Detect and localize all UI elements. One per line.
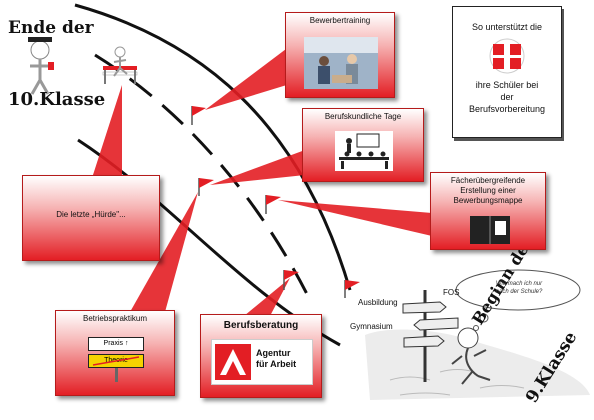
signpost-fos: FOS xyxy=(443,288,460,297)
box-bewerbertraining-title: Bewerbertraining xyxy=(309,16,371,25)
start-label: Ende der 10.Klasse xyxy=(8,18,105,110)
thought-line1: Wie mach ich nur xyxy=(495,281,543,287)
signpost-ausbildung: Ausbildung xyxy=(358,298,398,307)
flag-icon xyxy=(283,270,299,290)
box-berufskundliche-title: Berufskundliche Tage xyxy=(324,112,402,121)
agentur-line2: für Arbeit xyxy=(256,359,297,369)
box-bewerbungsmappe: Fächerübergreifende Erstellung einer Bew… xyxy=(430,172,546,250)
praxis-sign-top: Praxis ↑ xyxy=(88,337,144,351)
box-letzte-huerde-title: Die letzte „Hürde"... xyxy=(56,210,126,219)
signpost-illustration xyxy=(365,269,590,400)
praxis-sign-bottom: Theorie xyxy=(88,354,144,368)
folder-icon xyxy=(470,216,510,244)
connector-faecher xyxy=(278,200,432,236)
classroom-icon xyxy=(335,131,393,171)
box-berufsberatung: Berufsberatung Agentur für Arbeit xyxy=(200,314,322,398)
signpost-gymnasium: Gymnasium xyxy=(350,322,393,331)
start-label-line1: Ende der xyxy=(8,18,94,38)
box-berufsberatung-title: Berufsberatung xyxy=(223,320,299,331)
info-line3: der xyxy=(500,92,514,102)
box-letzte-huerde: Die letzte „Hürde"... xyxy=(22,175,160,261)
connector-bewerbertraining xyxy=(205,46,290,110)
flag-icon xyxy=(344,280,360,298)
praxis-sign-pole xyxy=(114,368,118,382)
box-betriebspraktikum: Betriebspraktikum Praxis ↑ Theorie xyxy=(55,310,175,396)
box-bewerbertraining: Bewerbertraining xyxy=(285,12,395,98)
praxis-sign: Praxis ↑ Theorie xyxy=(88,337,144,382)
agentur-line1: Agentur xyxy=(256,348,291,358)
start-label-line2: 10.Klasse xyxy=(8,89,106,110)
strikethrough-icon xyxy=(92,356,140,366)
flag-icon xyxy=(191,106,206,125)
connector-berufsberatung xyxy=(244,278,290,316)
box-berufskundliche: Berufskundliche Tage xyxy=(302,108,424,182)
info-box: So unterstützt die ihre Schüler bei der … xyxy=(452,6,562,138)
info-line4: Berufsvorbereitung xyxy=(468,104,546,114)
agentur-logo: Agentur für Arbeit xyxy=(211,339,313,385)
arrow-up-icon: ↑ xyxy=(124,340,129,347)
graduate-figure-icon xyxy=(28,37,54,95)
box-bewerbungsmappe-line1: Fächerübergreifende xyxy=(450,176,526,185)
box-betriebspraktikum-title: Betriebspraktikum xyxy=(82,314,148,323)
flag-icon xyxy=(198,178,214,196)
connector-berufskundliche xyxy=(210,150,305,185)
thought-line2: nach der Schule? xyxy=(495,289,543,295)
agentur-text: Agentur für Arbeit xyxy=(256,348,296,370)
agentur-arrow-icon xyxy=(215,344,251,380)
school-logo-icon xyxy=(489,38,525,74)
thought-text: Wie mach ich nur nach der Schule? xyxy=(478,280,560,296)
connector-huerde xyxy=(92,85,122,178)
connector-praktikum xyxy=(130,192,198,312)
training-photo xyxy=(304,37,378,89)
box-bewerbungsmappe-line3: Bewerbungsmappe xyxy=(453,196,523,205)
box-bewerbungsmappe-line2: Erstellung einer xyxy=(460,186,516,195)
box-bewerbungsmappe-title: Fächerübergreifende Erstellung einer Bew… xyxy=(431,176,545,206)
praxis-sign-top-label: Praxis xyxy=(103,340,123,347)
info-line1: So unterstützt die xyxy=(471,22,543,32)
hurdle-icon xyxy=(102,46,138,84)
flag-icon xyxy=(265,195,281,214)
info-line2: ihre Schüler bei xyxy=(475,80,539,90)
